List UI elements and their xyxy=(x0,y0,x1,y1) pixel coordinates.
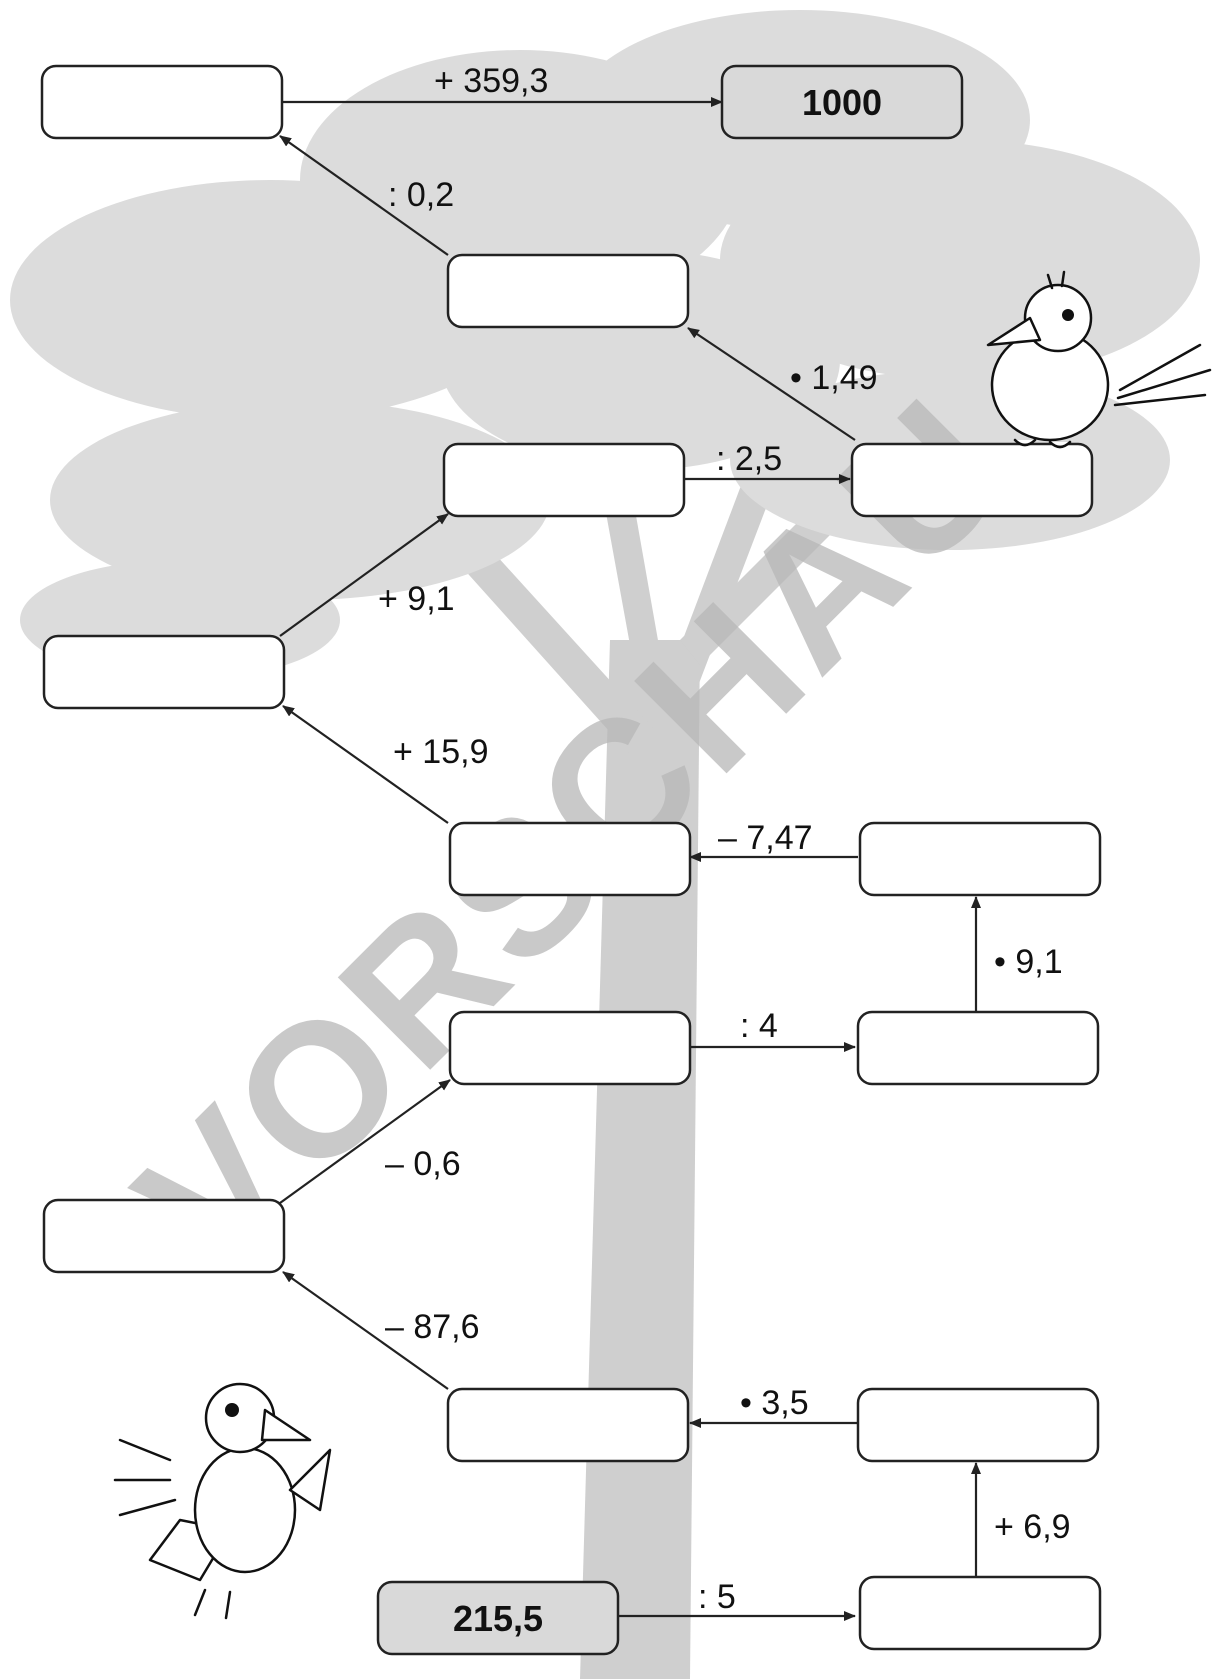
start-value: 215,5 xyxy=(453,1598,543,1639)
op-label: + 15,9 xyxy=(393,733,488,771)
op-label: : 4 xyxy=(740,1007,778,1045)
op-label: + 9,1 xyxy=(378,580,455,618)
op-label: – 0,6 xyxy=(385,1145,461,1183)
answer-box-top-left[interactable] xyxy=(42,66,282,138)
start-box: 215,5 xyxy=(378,1582,618,1654)
op-label: • 3,5 xyxy=(740,1384,809,1422)
answer-box-mid-c[interactable] xyxy=(450,1012,690,1084)
op-label: • 9,1 xyxy=(994,943,1063,981)
answer-box-right-d[interactable] xyxy=(858,1389,1098,1461)
op-label: : 5 xyxy=(698,1578,736,1616)
op-label: : 2,5 xyxy=(716,440,782,478)
answer-box-upper-mid[interactable] xyxy=(448,255,688,327)
goal-value: 1000 xyxy=(802,82,882,123)
answer-box-right-bird[interactable] xyxy=(852,444,1092,516)
op-label: + 6,9 xyxy=(994,1508,1071,1546)
answer-box-mid-d[interactable] xyxy=(448,1389,688,1461)
goal-box: 1000 xyxy=(722,66,962,138)
op-label: – 87,6 xyxy=(385,1308,480,1346)
answer-box-mid-b[interactable] xyxy=(450,823,690,895)
op-label: : 0,2 xyxy=(388,176,454,214)
answer-box-left-upper[interactable] xyxy=(44,636,284,708)
answer-box-right-c[interactable] xyxy=(858,1012,1098,1084)
answer-box-right-b[interactable] xyxy=(860,823,1100,895)
op-label: – 7,47 xyxy=(718,819,813,857)
answer-box-mid-a[interactable] xyxy=(444,444,684,516)
op-label: • 1,49 xyxy=(790,359,878,397)
bird-flying-illustration xyxy=(115,1384,330,1618)
answer-box-left-lower[interactable] xyxy=(44,1200,284,1272)
answer-box-right-e[interactable] xyxy=(860,1577,1100,1649)
op-label: + 359,3 xyxy=(434,62,548,100)
